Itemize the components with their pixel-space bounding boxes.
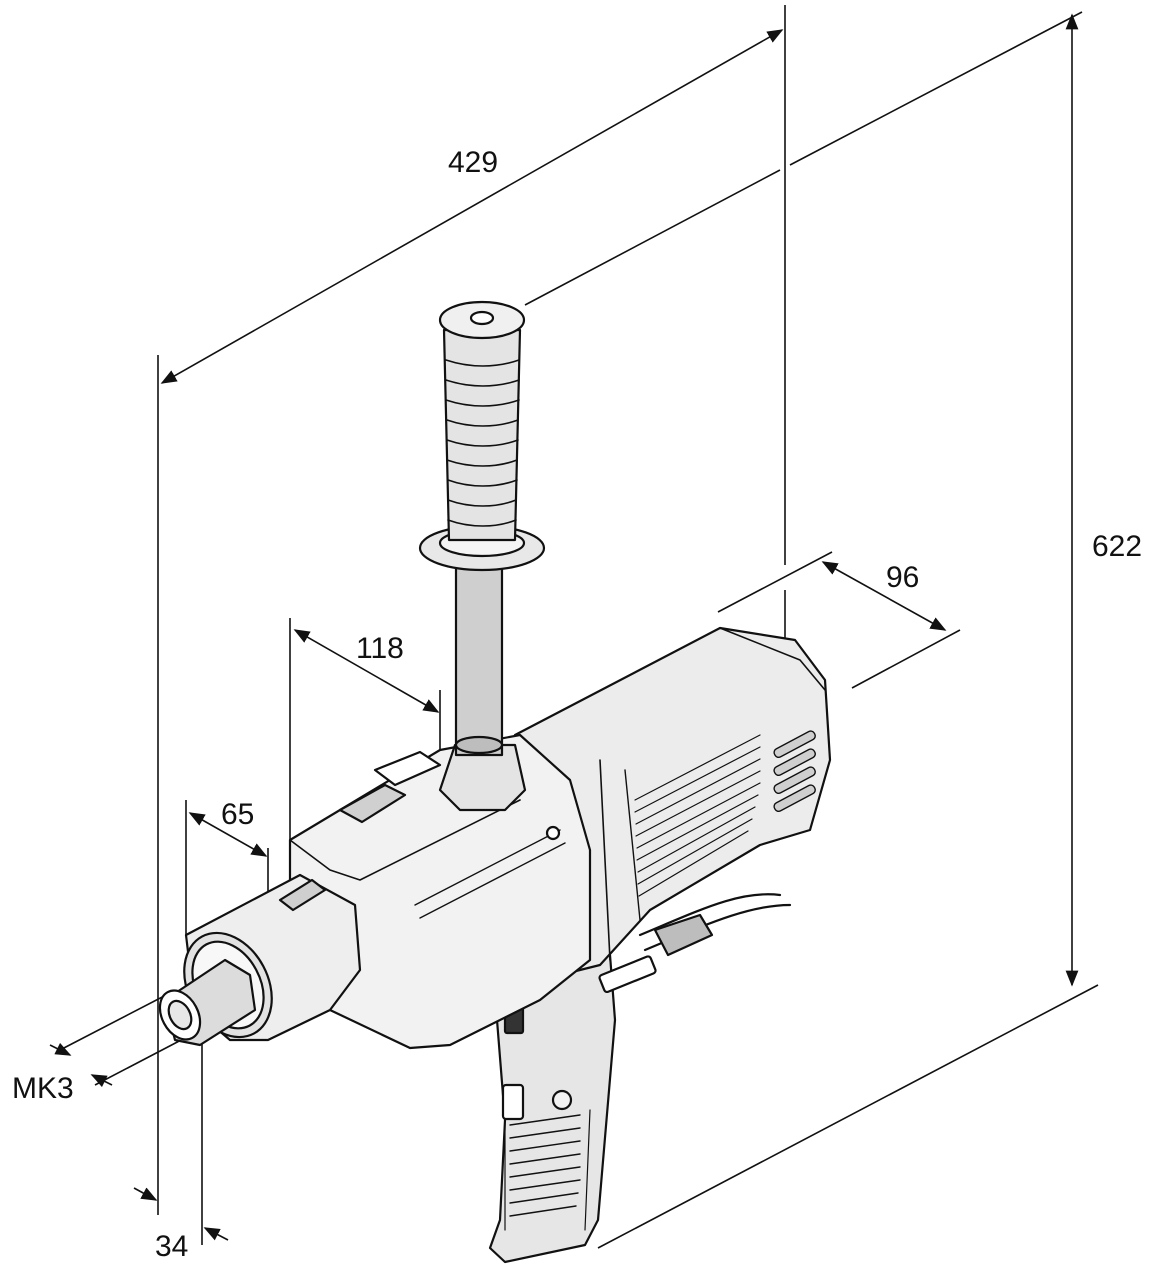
speed-selector (598, 955, 657, 994)
dim-label-429: 429 (448, 146, 499, 179)
side-handle (418, 300, 546, 572)
handle-post (438, 553, 527, 812)
handle-rod (454, 553, 504, 757)
dim-label-96: 96 (886, 561, 920, 594)
handle-ribs (445, 359, 520, 527)
motor-housing (513, 626, 832, 994)
dim-line-34-right (203, 1227, 229, 1241)
dim-line-mk3-b (90, 1074, 113, 1088)
cable-strain-relief (653, 913, 714, 957)
dim-line-429 (160, 29, 784, 384)
drill-illustration (158, 300, 832, 1264)
ext-line-622-top-b (524, 169, 781, 306)
ext-line-mk3-a (59, 992, 171, 1051)
dim-line-34-left (133, 1187, 158, 1201)
grip-ribs (509, 1114, 581, 1217)
dimension-lines (49, 5, 1099, 1249)
dim-line-mk3-a (49, 1042, 72, 1056)
ext-line-96-b (851, 629, 961, 689)
dim-line-65 (188, 812, 268, 857)
spindle-bore-inner (167, 999, 193, 1031)
gear-switch-plate (373, 750, 442, 787)
dim-label-622: 622 (1092, 530, 1143, 563)
cooling-fins (634, 734, 761, 897)
ext-line-96-a (717, 551, 833, 613)
ext-line-622-bottom (597, 984, 1099, 1249)
spindle (158, 958, 257, 1047)
rear-vents (773, 730, 816, 813)
handle-top-hole (469, 310, 495, 326)
ext-line-mk3-b (94, 1037, 186, 1086)
gear-switch (338, 783, 407, 824)
dim-line-118 (293, 629, 440, 713)
collar-slot (278, 878, 327, 912)
pistol-grip (488, 953, 617, 1264)
ext-line-622-top (789, 11, 1083, 166)
dim-label-118: 118 (356, 632, 404, 665)
dim-label-mk3: MK3 (12, 1072, 74, 1105)
trigger-switch (501, 1083, 525, 1121)
dim-label-65: 65 (221, 798, 255, 831)
grip-screw (551, 1089, 573, 1111)
dim-label-34: 34 (155, 1230, 189, 1263)
housing-screw (545, 825, 561, 841)
dim-line-96 (821, 561, 947, 631)
